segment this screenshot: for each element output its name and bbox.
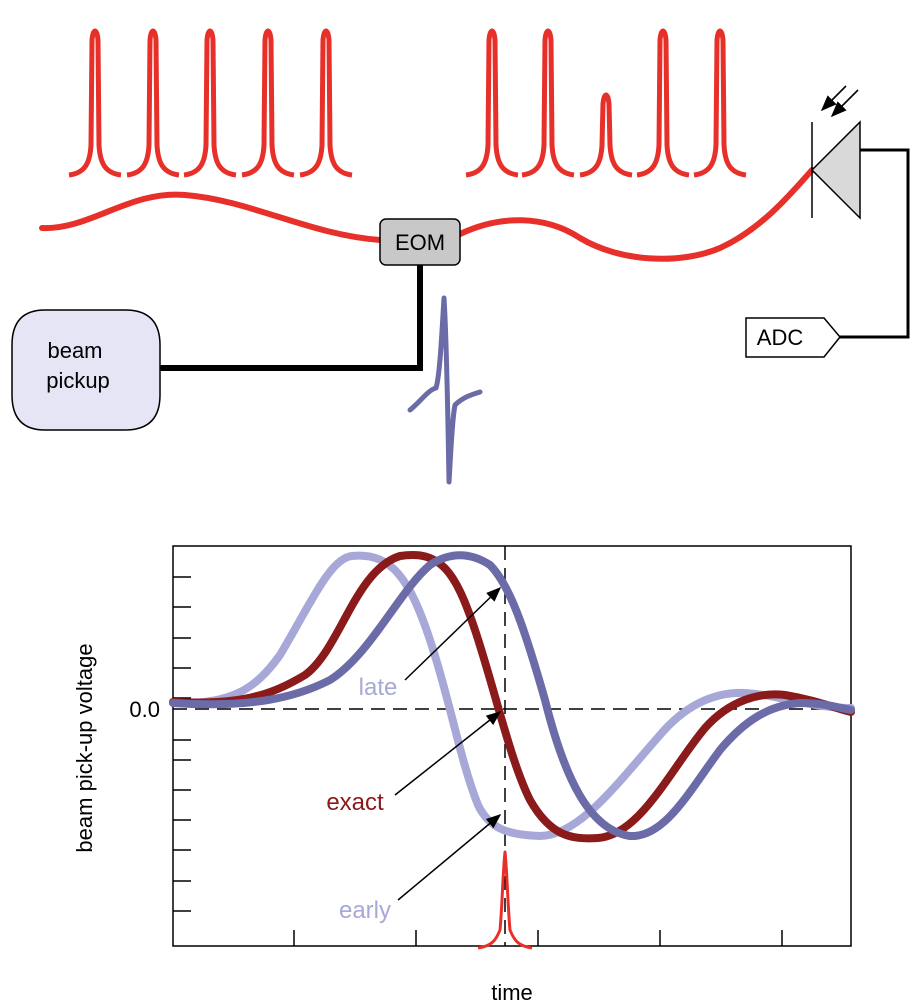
optical-pulse-3: [183, 28, 237, 178]
adc-block: ADC: [745, 317, 841, 358]
beam-pickup-label-line1: beam: [47, 338, 102, 363]
beam-pickup-block: beam pickup: [11, 309, 161, 431]
label-early: early: [339, 897, 391, 924]
optical-pulse-8: [579, 92, 633, 178]
adc-label: ADC: [757, 325, 804, 350]
y-axis-ticks: [173, 576, 191, 912]
optical-pulse-9: [636, 28, 690, 178]
optical-pulse-4: [241, 28, 295, 178]
light-arrows-icon: [820, 85, 859, 118]
plot-area: late exact early 0.0 beam pick-up voltag…: [72, 545, 855, 1005]
laser-beam-path: [39, 167, 815, 262]
late-arrow: [404, 586, 502, 681]
optical-pulse-7: [521, 28, 575, 178]
pickup-eom-wire: [155, 265, 423, 371]
curve-exact: [169, 551, 855, 843]
x-axis-label: time: [491, 980, 533, 1005]
exact-arrow: [394, 711, 502, 796]
curve-late: [169, 551, 855, 841]
sampling-pulse: [477, 850, 533, 950]
eom-block: EOM: [379, 218, 461, 266]
zero-tick-label: 0.0: [129, 697, 160, 722]
optical-pulse-5: [299, 28, 353, 178]
pulse-train: [68, 28, 747, 178]
optical-pulse-10: [693, 28, 747, 178]
plot-frame: [172, 545, 852, 947]
pickup-signal-waveform: [407, 295, 483, 485]
label-late: late: [359, 674, 398, 701]
eom-label: EOM: [395, 230, 445, 255]
optical-pulse-6: [465, 28, 519, 178]
detector-adc-wire: [830, 148, 910, 339]
beam-pickup-label-line2: pickup: [46, 368, 110, 393]
label-exact: exact: [326, 789, 384, 816]
optical-pulse-2: [126, 28, 180, 178]
optical-pulse-1: [68, 28, 122, 178]
early-arrow: [397, 814, 502, 901]
curve-early: [169, 551, 855, 840]
x-axis-ticks: [293, 930, 783, 946]
photodiode-detector: [810, 85, 861, 220]
y-axis-label: beam pick-up voltage: [72, 643, 97, 852]
